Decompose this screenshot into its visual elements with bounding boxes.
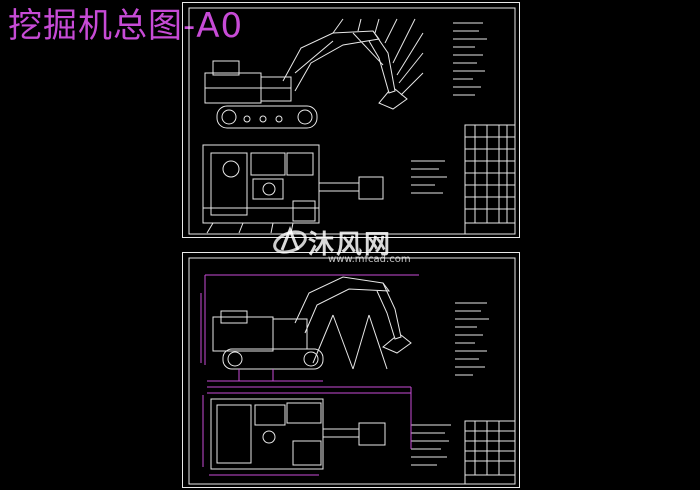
excavator-drawing-2 [188, 257, 516, 485]
drawing-sheet-1 [182, 2, 520, 238]
drawing-sheet-2 [182, 252, 520, 488]
watermark: 沐风网 www.mfcad.com [270, 218, 440, 268]
watermark-logo-icon [273, 225, 307, 254]
drawing-title: 挖掘机总图-A0 [8, 6, 244, 46]
watermark-text: 沐风网 [308, 230, 393, 260]
excavator-drawing-1 [188, 7, 516, 235]
watermark-url: www.mfcad.com [328, 254, 411, 265]
